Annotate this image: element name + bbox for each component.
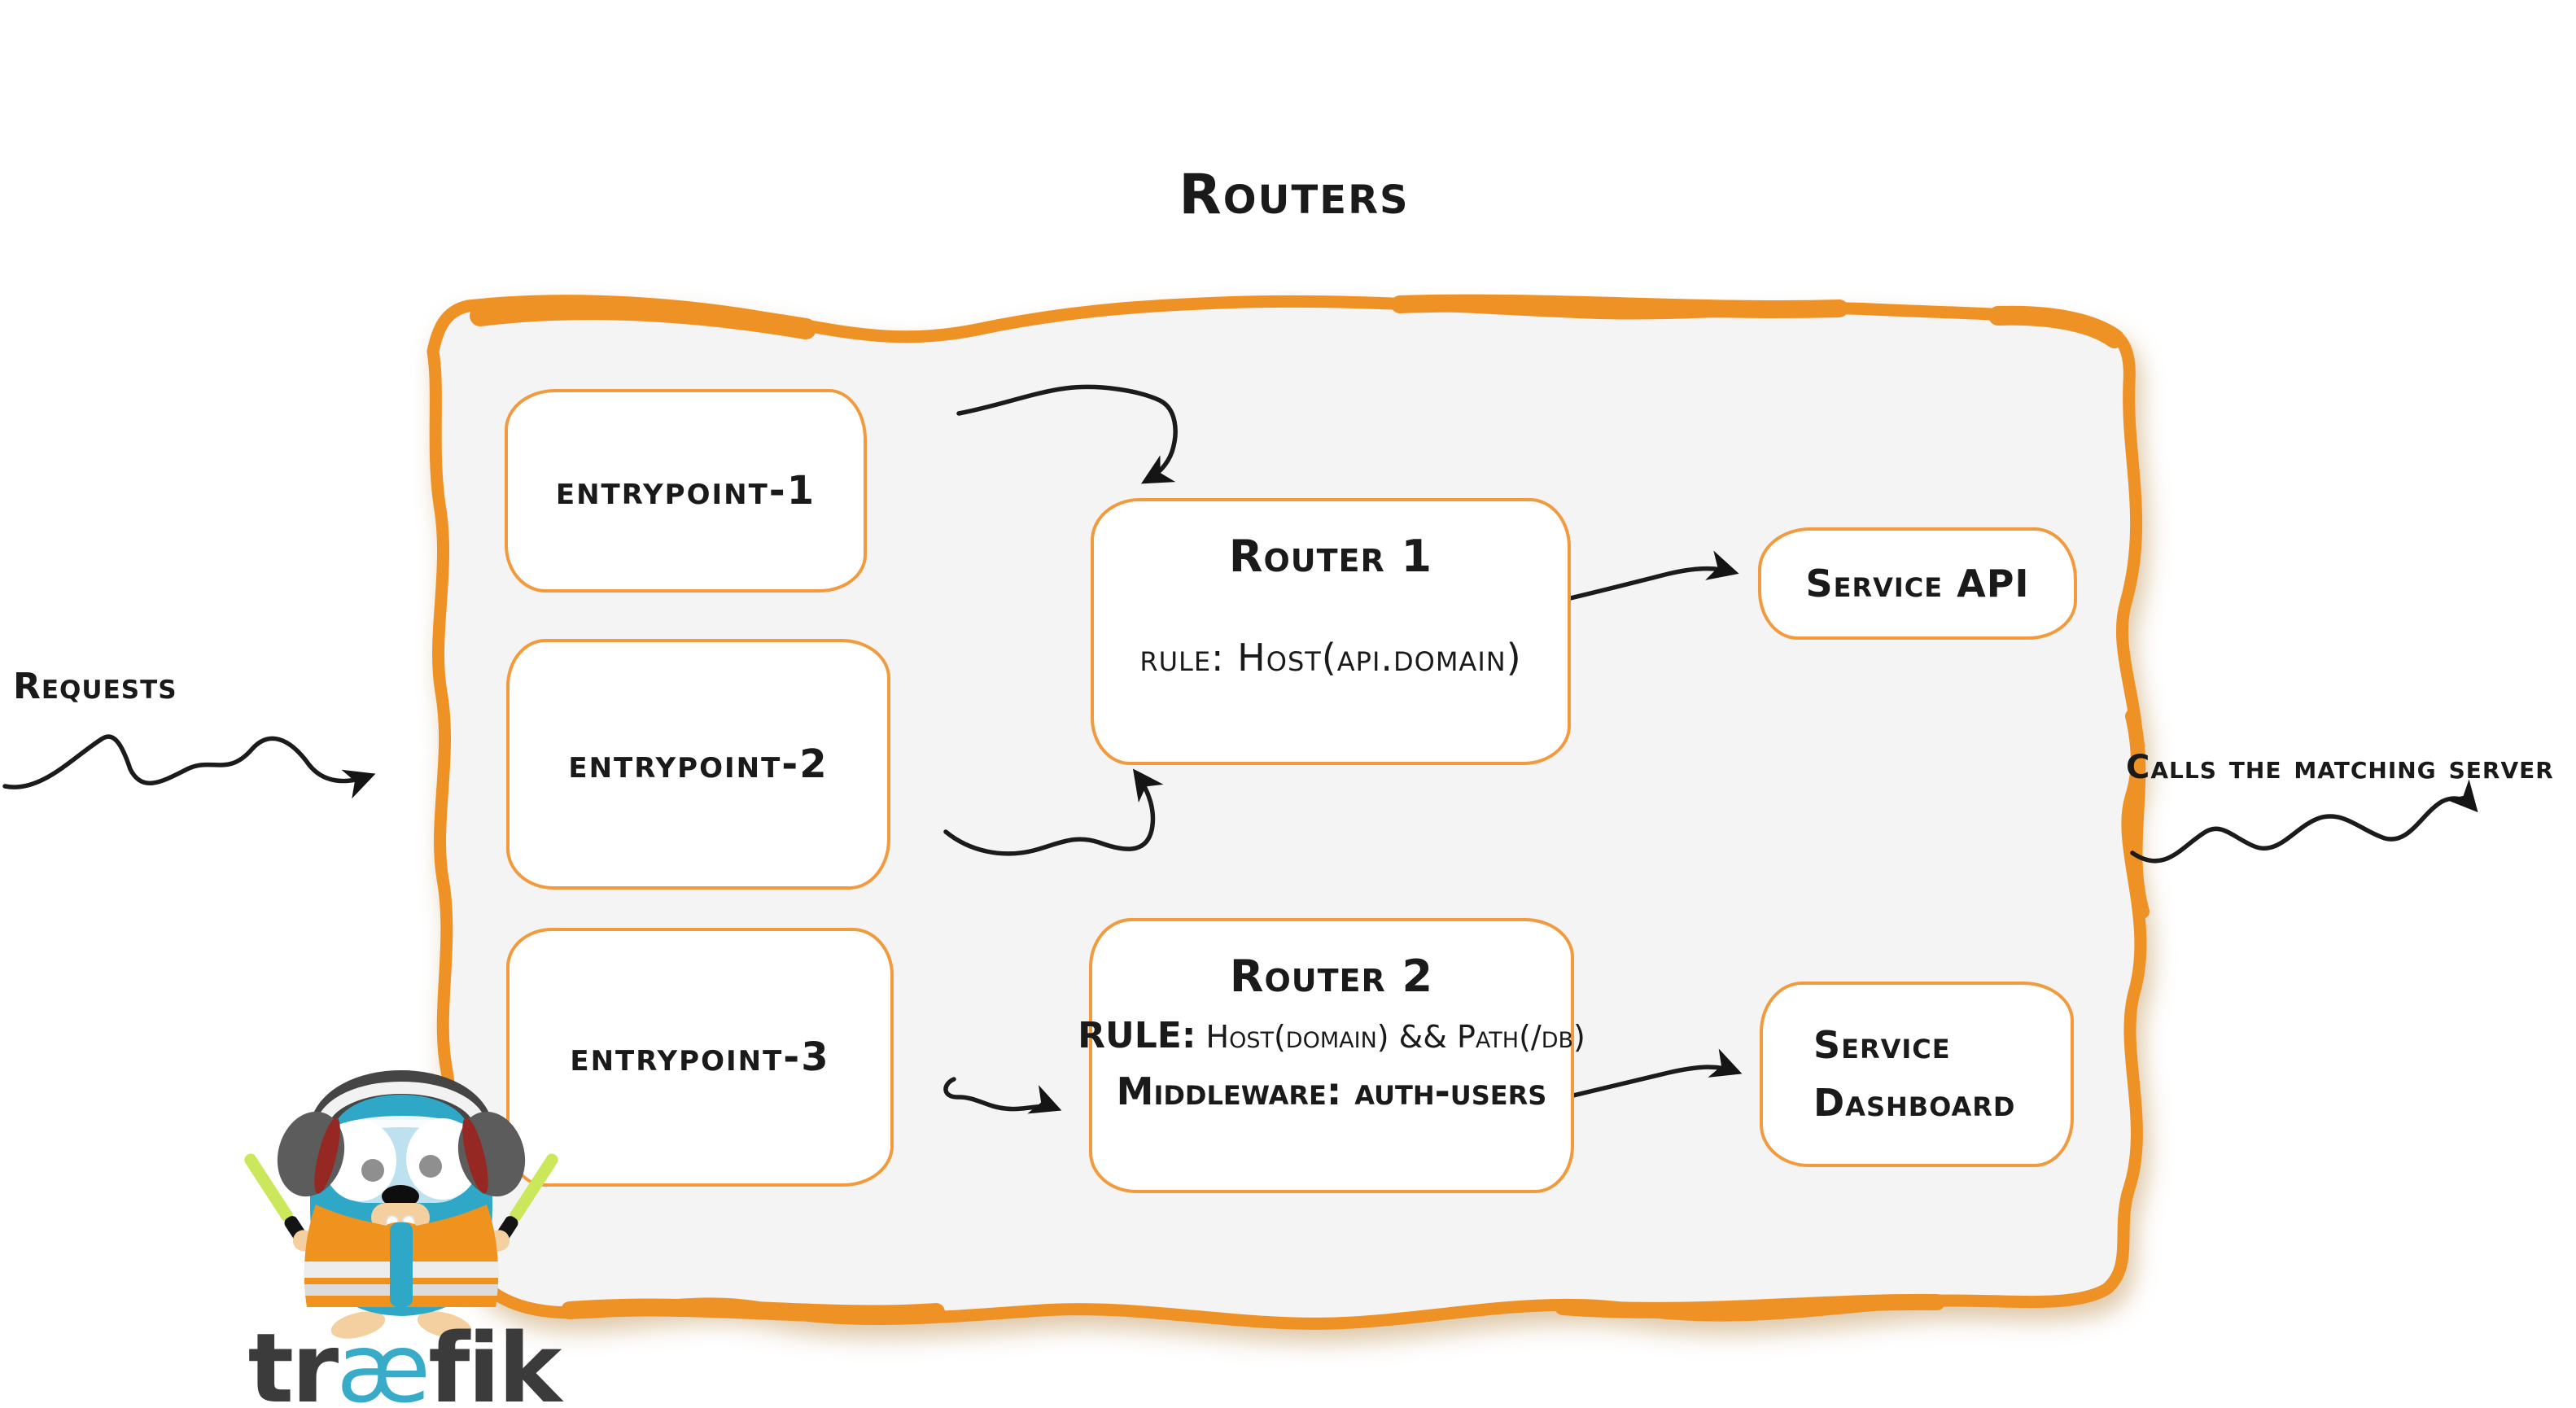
entrypoint-3-label: entrypoint-3 [570,1034,830,1080]
entrypoint-3-box: entrypoint-3 [506,928,894,1187]
entrypoint-2-label: entrypoint-2 [568,741,829,787]
router-2-middleware: Middleware: auth-users [1116,1069,1547,1113]
wordmark-ae: æ [336,1312,431,1408]
router-2-name: Router 2 [1229,951,1434,1002]
traefik-gopher-mascot-icon [244,1070,558,1339]
wordmark-end: fik [428,1312,562,1408]
arrow-router2-to-service-dashboard [1550,1048,1743,1103]
calls-label: Calls the matching server [2126,749,2554,786]
arrow-entrypoint3-to-router2 [943,1077,1062,1114]
diagram-title: Routers [1179,163,1410,227]
arrow-entrypoint2-to-router1 [943,768,1164,856]
router-2-rule-value: Host(domain) && Path(/db) [1196,1019,1585,1055]
gopher-headphones-icon [277,1070,526,1197]
calls-arrow [2130,779,2478,864]
router-1-rule: rule: Host(api.domain) [1139,636,1522,680]
wordmark-start: tr [247,1312,339,1408]
traefik-wordmark: træfik [241,1312,566,1408]
arrow-router1-to-service-api [1550,550,1739,605]
router-2-box: Router 2 RULE: Host(domain) && Path(/db)… [1078,918,1585,1193]
gopher-safety-vest [304,1205,499,1307]
entrypoint-1-label: entrypoint-1 [555,468,816,514]
service-dashboard-line2: Dashboard [1813,1081,2016,1125]
router-1-name: Router 1 [1228,531,1433,582]
entrypoint-2-box: entrypoint-2 [506,639,890,890]
router-1-box: Router 1 rule: Host(api.domain) [1091,498,1571,765]
service-api-box: Service API [1758,527,2077,640]
sketch-accent-strokes [470,294,2150,1323]
service-dashboard-line1: Service [1813,1022,1951,1067]
service-api-label: Service API [1805,562,2030,606]
router-2-rule-label: RULE: [1078,1015,1196,1056]
requests-label: Requests [13,666,177,707]
gopher-nose [382,1185,419,1208]
router-2-rule: RULE: Host(domain) && Path(/db) [1078,1015,1585,1056]
arrow-entrypoint1-to-router1 [956,384,1178,484]
requests-arrow [2,734,376,799]
entrypoint-1-box: entrypoint-1 [505,389,867,592]
service-dashboard-box: Service Dashboard [1760,982,2074,1167]
gopher-feet [330,1311,472,1339]
